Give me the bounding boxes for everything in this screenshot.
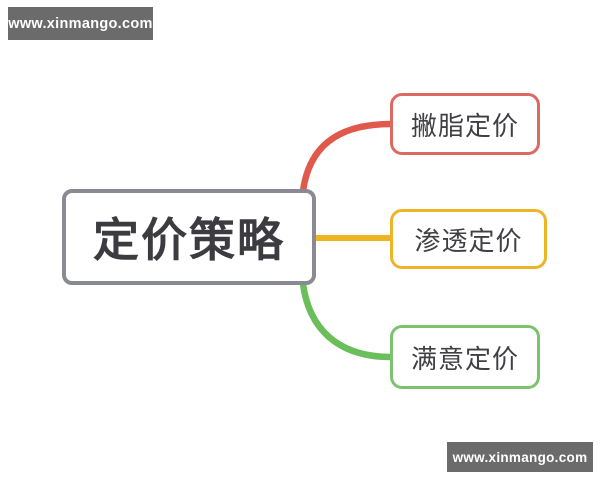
watermark-top-left: www.xinmango.com [8,7,153,40]
node-pricing-strategy[interactable]: 定价策略 [62,189,316,285]
node-satisfactory-pricing[interactable]: 满意定价 [390,325,540,389]
node-satisfactory-pricing-label: 满意定价 [410,343,519,374]
node-pricing-strategy-label: 定价策略 [93,214,285,266]
node-skimming-pricing-label: 撇脂定价 [410,110,519,141]
node-penetration-pricing-label: 渗透定价 [414,225,523,256]
connector-satisfactory-pricing [299,280,395,361]
connector-skimming-pricing [299,120,395,195]
watermark-bottom-right: www.xinmango.com [447,442,593,472]
node-penetration-pricing[interactable]: 渗透定价 [390,209,547,269]
node-skimming-pricing[interactable]: 撇脂定价 [390,93,540,155]
